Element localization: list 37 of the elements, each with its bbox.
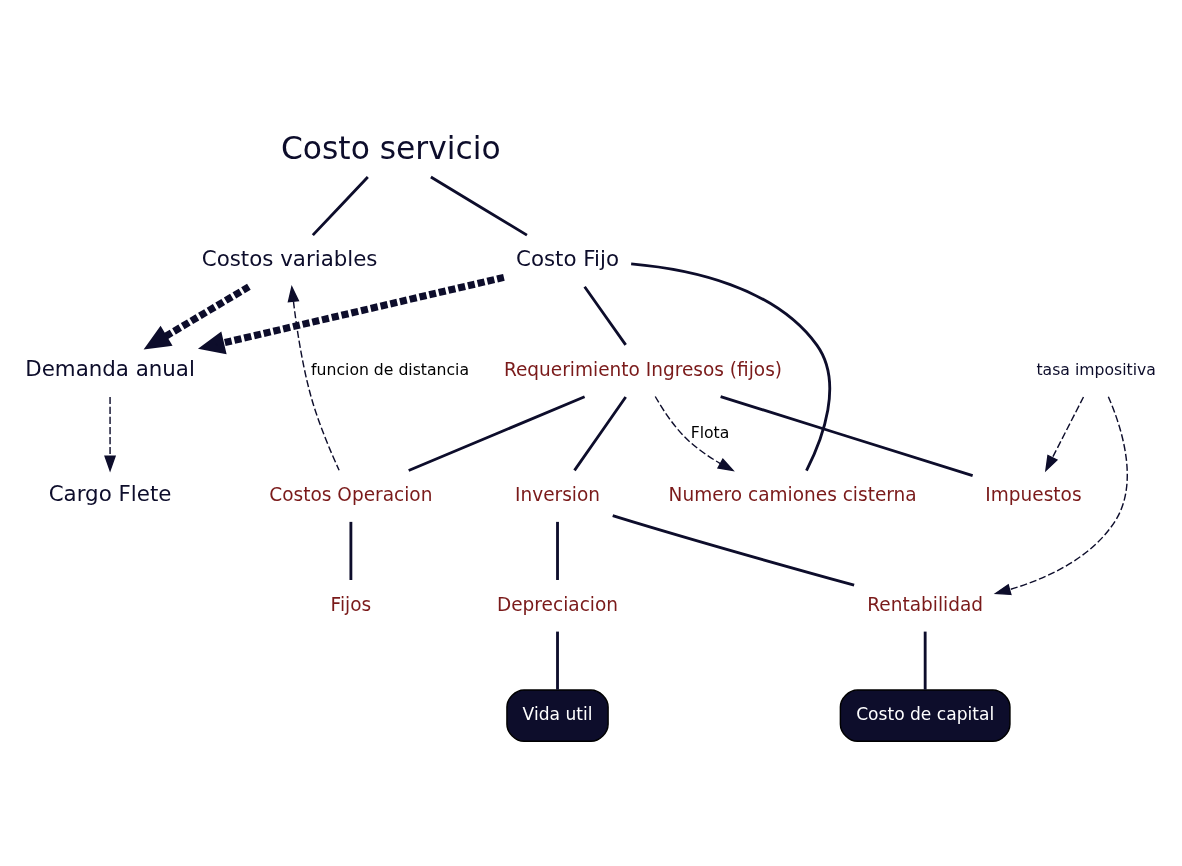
node-text: Fijos [330,593,372,615]
connector [556,521,559,580]
connector [923,631,927,690]
arrow [287,284,340,471]
connector [573,395,627,471]
node-text: Costos Operacion [269,483,433,505]
edge-label: funcion de distancia [311,359,470,379]
arrow [197,273,505,354]
connector [311,175,369,236]
node-text: Depreciacion [496,593,619,615]
edge-label: Flota [690,421,730,441]
node-box: Costo de capital [839,688,1011,742]
connector [583,285,627,346]
node-text: Numero camiones cisterna [668,483,917,505]
node-text: tasa impositiva [1036,359,1156,379]
arrow [143,283,251,349]
connector [612,513,855,587]
arrow [993,395,1128,595]
connector [556,631,559,690]
connector [349,521,353,580]
node-text: Costo servicio [280,129,501,166]
arrow [104,395,117,473]
node-text: Inversion [515,483,601,505]
node-text: Rentabilidad [867,593,984,615]
connector [408,394,586,472]
connector [720,394,974,477]
node-box: Vida util [506,688,609,742]
node-text: Costo Fijo [515,245,619,271]
node-text: Costos variables [201,245,378,271]
arrow [1044,395,1085,472]
connector [631,262,832,471]
node-text: Impuestos [985,483,1082,505]
node-text: Cargo Flete [48,480,172,506]
node-text: Demanda anual [25,355,195,381]
arrow [654,395,735,472]
node-text: Requerimiento Ingresos (fijos) [503,358,783,380]
connector [430,175,528,236]
